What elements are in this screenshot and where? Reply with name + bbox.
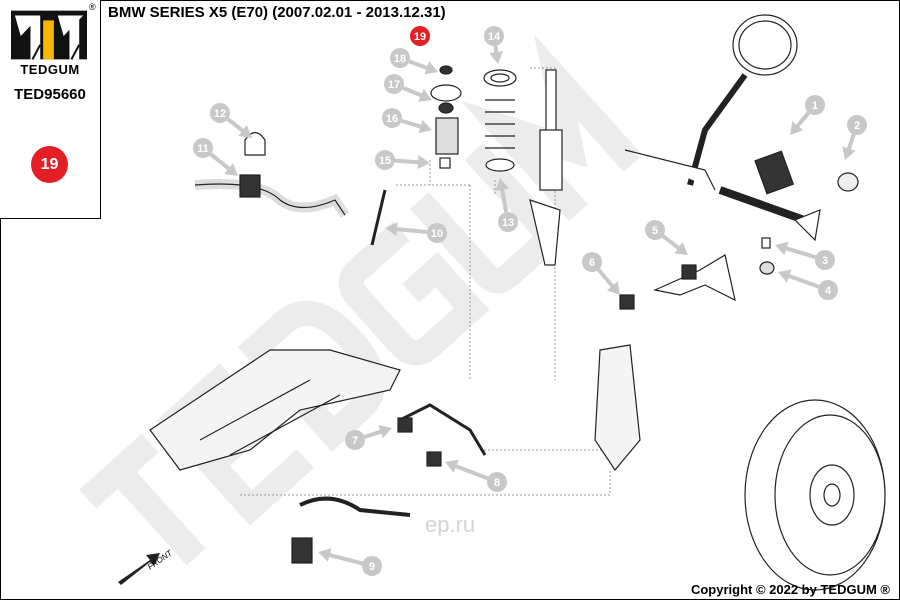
part-number: TED95660 [14,86,86,103]
arrowhead-icon [445,459,459,473]
arrowhead-icon [318,548,332,562]
callout-number: 13 [502,217,514,229]
callout-number: 7 [352,435,358,447]
callout-12: 12 [210,103,252,138]
arrowhead-icon [495,178,510,192]
callout-arrow [451,463,489,481]
callout-circle [382,108,402,128]
callout-arrow [596,268,617,291]
callout-number: 10 [431,228,443,240]
callout-number: 4 [825,285,832,297]
callout-circle [410,26,430,46]
callout-arrow [209,152,234,173]
callout-17: 17 [384,74,432,102]
highlight-badge: 19 [31,146,68,183]
callout-circle [805,95,825,115]
callout-number: 1 [812,100,818,112]
callout-circle [362,556,382,576]
arrowhead-icon [238,125,252,138]
callout-4: 4 [778,269,838,300]
arrowhead-icon [489,51,504,64]
arrowhead-icon [775,241,789,256]
callout-number: 19 [414,31,426,43]
arrowhead-icon [378,425,392,439]
callout-circle [847,115,867,135]
callout-19: 19 [410,26,430,46]
callout-7: 7 [345,425,392,450]
callout-number: 18 [394,53,406,65]
callout-3: 3 [775,241,835,270]
callout-number: 2 [854,120,860,132]
callout-arrow [392,226,428,235]
callout-circle [427,223,447,243]
callout-circle [815,250,835,270]
callout-number: 15 [379,155,391,167]
callout-8: 8 [445,459,507,492]
callout-14: 14 [484,26,504,64]
callout-18: 18 [390,48,438,75]
callout-number: 12 [214,108,226,120]
copyright: Copyright © 2022 by TEDGUM ® [690,582,890,597]
callout-9: 9 [318,548,382,576]
callout-number: 6 [589,257,595,269]
callout-circle [818,280,838,300]
callout-5: 5 [645,220,688,255]
callout-circle [390,48,410,68]
arrowhead-icon [424,61,438,75]
callout-arrow [325,552,363,566]
callout-circle [210,103,230,123]
front-indicator: FRONT [118,548,175,585]
connector-lines [240,67,611,496]
arrowhead-icon [674,242,688,255]
arrowhead-icon [790,121,804,135]
callout-11: 11 [193,138,238,176]
arrowhead-icon [418,119,432,134]
callout-number: 14 [488,31,501,43]
callout-circle [375,150,395,170]
callout-arrow [394,158,423,165]
callout-circle [487,472,507,492]
callout-13: 13 [495,178,518,232]
callout-arrow [782,245,816,260]
callout-10: 10 [385,222,447,243]
callout-number: 11 [197,143,209,155]
tedgum-logo [11,10,87,60]
callout-circle [484,26,504,46]
brand-name: TEDGUM [20,62,80,77]
callout-15: 15 [375,150,430,170]
callout-circle [345,430,365,450]
parts [149,14,886,591]
callout-number: 8 [494,477,500,489]
callout-number: 16 [386,113,398,125]
callout-arrow [784,272,820,289]
callout-circle [498,212,518,232]
arrowhead-icon [417,155,430,170]
callout-circle [645,220,665,240]
callout-circle [384,74,404,94]
watermark-secondary: ep.ru [425,512,475,537]
callout-6: 6 [582,252,620,295]
arrowhead-icon [385,222,398,237]
callout-circle [582,252,602,272]
callout-16: 16 [382,108,432,134]
callout-number: 5 [652,225,658,237]
arrowhead-icon [606,281,620,295]
callout-1: 1 [790,95,825,135]
arrowhead-icon [842,146,856,160]
callout-2: 2 [842,115,867,160]
front-arrow-icon [118,553,160,585]
callout-arrow [499,185,509,213]
callout-number: 17 [388,79,400,91]
callout-number: 3 [822,255,828,267]
callout-circle [193,138,213,158]
registered-mark: ® [89,2,96,12]
arrowhead-icon [778,269,792,283]
arrowhead-icon [418,88,432,102]
arrowhead-icon [224,163,238,176]
info-panel: ® TEDGUM TED95660 19 [0,0,101,219]
vehicle-title: BMW SERIES X5 (E70) (2007.02.01 - 2013.1… [108,4,446,21]
callout-number: 9 [369,561,375,573]
